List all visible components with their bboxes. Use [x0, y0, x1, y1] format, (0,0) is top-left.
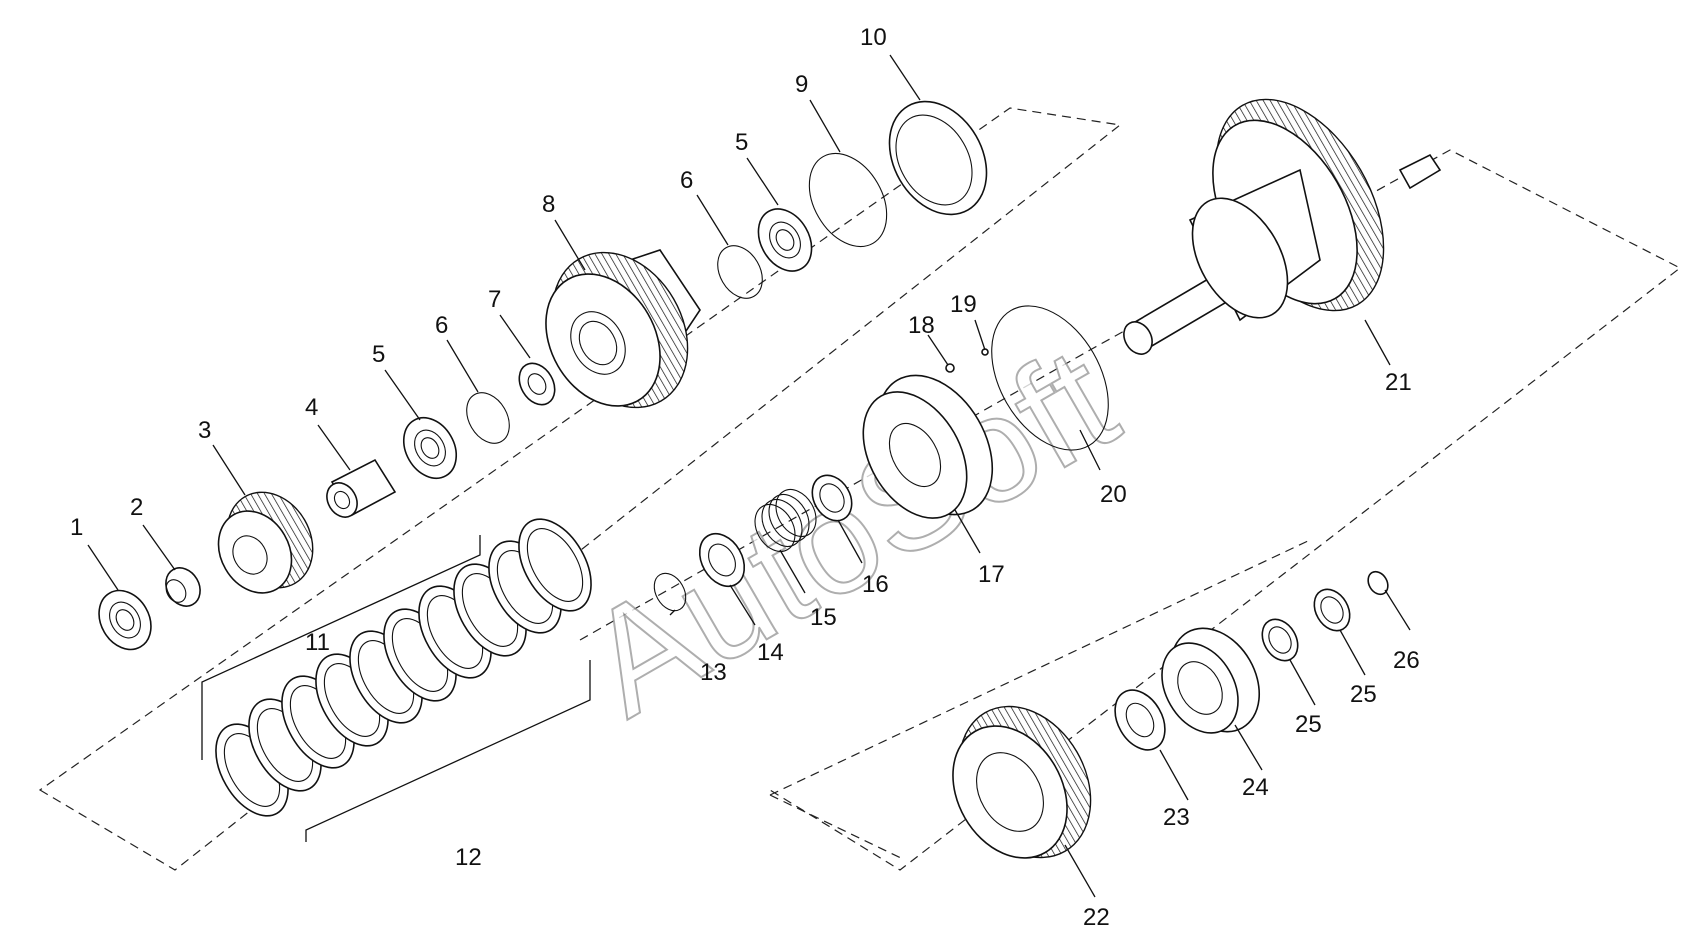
callout-16: 16 — [862, 571, 889, 598]
part-21-shaft-gear — [1123, 98, 1442, 355]
callout-20: 20 — [1100, 481, 1127, 508]
callout-9: 9 — [795, 71, 808, 98]
part-4-sleeve — [326, 458, 397, 518]
part-18-o-ring — [945, 363, 955, 373]
part-25-ring-upper — [1313, 588, 1351, 632]
callout-10: 10 — [860, 24, 887, 51]
output-gear-envelope — [769, 539, 1311, 861]
callout-11: 11 — [305, 629, 330, 656]
clutch-discs — [215, 518, 592, 817]
part-3-gear — [217, 491, 314, 594]
part-7-washer — [518, 362, 556, 406]
callout-15: 15 — [810, 604, 837, 631]
part-20-seal-ring — [991, 305, 1109, 451]
callout-26: 26 — [1393, 647, 1420, 674]
callout-2: 2 — [130, 494, 143, 521]
part-25-ring-lower — [1261, 618, 1299, 662]
callout-7: 7 — [488, 286, 501, 313]
part-22-output-gear — [952, 705, 1092, 859]
part-8-gear — [545, 249, 701, 409]
part-26-plug — [1367, 570, 1389, 596]
callout-23: 23 — [1163, 804, 1190, 831]
callout-21: 21 — [1385, 369, 1412, 396]
part-5-bearing-left — [402, 417, 458, 479]
clutch-pack-11-12 — [201, 518, 592, 842]
callout-4: 4 — [305, 394, 318, 421]
part-2-spacer — [165, 567, 201, 607]
callout-25b: 25 — [1350, 681, 1377, 708]
callout-6a: 6 — [435, 312, 448, 339]
part-16-ring — [811, 474, 853, 522]
part-13-snap-ring — [653, 572, 687, 612]
part-9-circlip — [808, 152, 888, 248]
callout-labels: 1 2 3 4 5 6 7 8 6 5 9 10 11 12 13 14 15 … — [70, 24, 1420, 931]
callout-3: 3 — [198, 417, 211, 444]
part-6-snap-ring-left — [466, 392, 510, 444]
part-23-washer — [1114, 689, 1166, 751]
callout-5a: 5 — [372, 341, 385, 368]
callout-19: 19 — [950, 291, 977, 318]
leader-lines — [87, 54, 1411, 898]
callout-18: 18 — [908, 312, 935, 339]
part-15-spring — [754, 489, 817, 552]
part-17-piston — [862, 374, 994, 519]
callout-24: 24 — [1242, 774, 1269, 801]
callout-17: 17 — [978, 561, 1005, 588]
part-6-snap-ring-right — [717, 245, 763, 299]
callout-5b: 5 — [735, 129, 748, 156]
part-1-bearing — [98, 589, 152, 651]
callout-25a: 25 — [1295, 711, 1322, 738]
callout-14: 14 — [757, 639, 784, 666]
callout-1: 1 — [70, 514, 83, 541]
part-5-bearing-right — [757, 208, 813, 272]
callout-6b: 6 — [680, 167, 693, 194]
part-14-washer — [698, 532, 746, 588]
callout-13: 13 — [700, 659, 727, 686]
lower-shaft-envelope — [579, 149, 1682, 871]
callout-12: 12 — [455, 844, 482, 871]
part-10-seal — [888, 100, 988, 216]
callout-22: 22 — [1083, 904, 1110, 931]
callout-8: 8 — [542, 191, 555, 218]
part-24-bearing — [1161, 627, 1261, 734]
